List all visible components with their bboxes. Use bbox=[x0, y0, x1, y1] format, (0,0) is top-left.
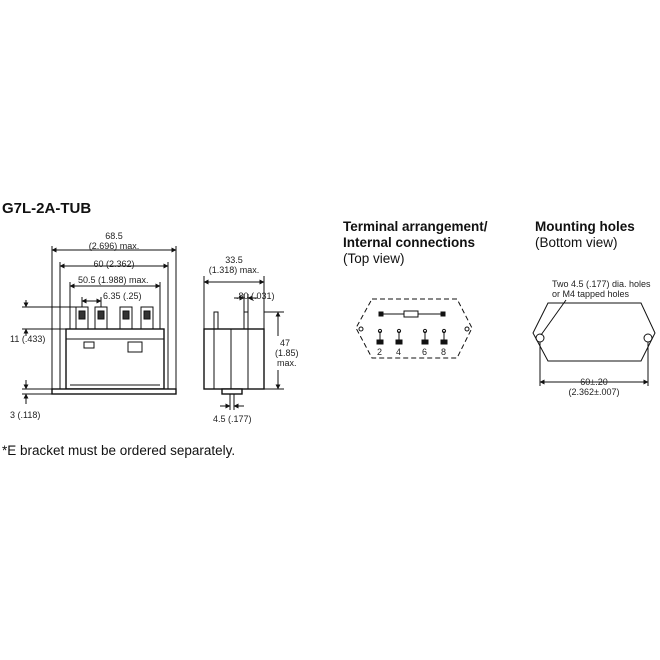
relay-front-view bbox=[22, 246, 177, 404]
bottom-view-label: (Bottom view) bbox=[535, 235, 618, 250]
mounting-hole-right bbox=[643, 333, 653, 343]
coil-symbol bbox=[403, 310, 419, 318]
contact-pair-right bbox=[421, 328, 448, 345]
dim-bracket-thickness: 3 (.118) bbox=[10, 410, 41, 420]
internal-connections-heading: Internal connections bbox=[343, 235, 476, 250]
dim-overall-width-inch: (2.696) max. bbox=[88, 241, 140, 251]
dim-mount-pitch: 60 (2.362) bbox=[93, 259, 135, 269]
terminal-arrangement-outline bbox=[355, 298, 473, 359]
dim-height: 47 bbox=[280, 338, 291, 348]
relay-side-view bbox=[203, 276, 284, 410]
pin-label-6: 6 bbox=[422, 347, 428, 357]
dim-depth: 33.5 bbox=[225, 255, 243, 265]
relay-body bbox=[65, 328, 165, 390]
mounting-hole-spacing: 60±.20 bbox=[580, 377, 608, 387]
side-body bbox=[203, 328, 265, 390]
dim-hole-dia: 4.5 (.177) bbox=[213, 414, 252, 424]
pin-label-4: 4 bbox=[396, 347, 402, 357]
diagram-title: G7L-2A-TUB bbox=[2, 200, 92, 217]
dim-height-max: max. bbox=[277, 358, 297, 368]
mounting-hole-spacing-inch: (2.362±.007) bbox=[568, 387, 620, 397]
top-view-label: (Top view) bbox=[343, 251, 405, 266]
contact-pair-left bbox=[376, 328, 403, 345]
terminal-arrangement-heading: Terminal arrangement/ bbox=[343, 219, 488, 234]
dim-terminal-pitch: 6.35 (.25) bbox=[103, 291, 142, 301]
relay-terminals bbox=[75, 306, 154, 330]
dim-terminal-height: 11 (.433) bbox=[10, 334, 46, 344]
side-terminal-left bbox=[213, 311, 219, 330]
dim-overall-width: 68.5 bbox=[105, 231, 123, 241]
pin-label-2: 2 bbox=[377, 347, 383, 357]
dim-depth-inch: (1.318) max. bbox=[208, 265, 260, 275]
dim-height-inch: (1.85) bbox=[275, 348, 299, 358]
dim-terminal-thickness: .80 (.031) bbox=[236, 291, 275, 301]
mounting-holes-outline bbox=[532, 299, 656, 386]
pin-label-8: 8 bbox=[441, 347, 447, 357]
side-terminal-right bbox=[243, 311, 249, 330]
dim-body-width: 50.5 (1.988) max. bbox=[78, 275, 149, 285]
mounting-bracket bbox=[51, 388, 177, 395]
bracket-footnote: *E bracket must be ordered separately. bbox=[2, 443, 236, 458]
mounting-holes-heading: Mounting holes bbox=[535, 219, 635, 234]
mounting-hole-callout-line1: Two 4.5 (.177) dia. holes bbox=[552, 279, 651, 289]
mounting-hole-callout-line2: or M4 tapped holes bbox=[552, 289, 630, 299]
mounting-hole-left bbox=[535, 333, 545, 343]
